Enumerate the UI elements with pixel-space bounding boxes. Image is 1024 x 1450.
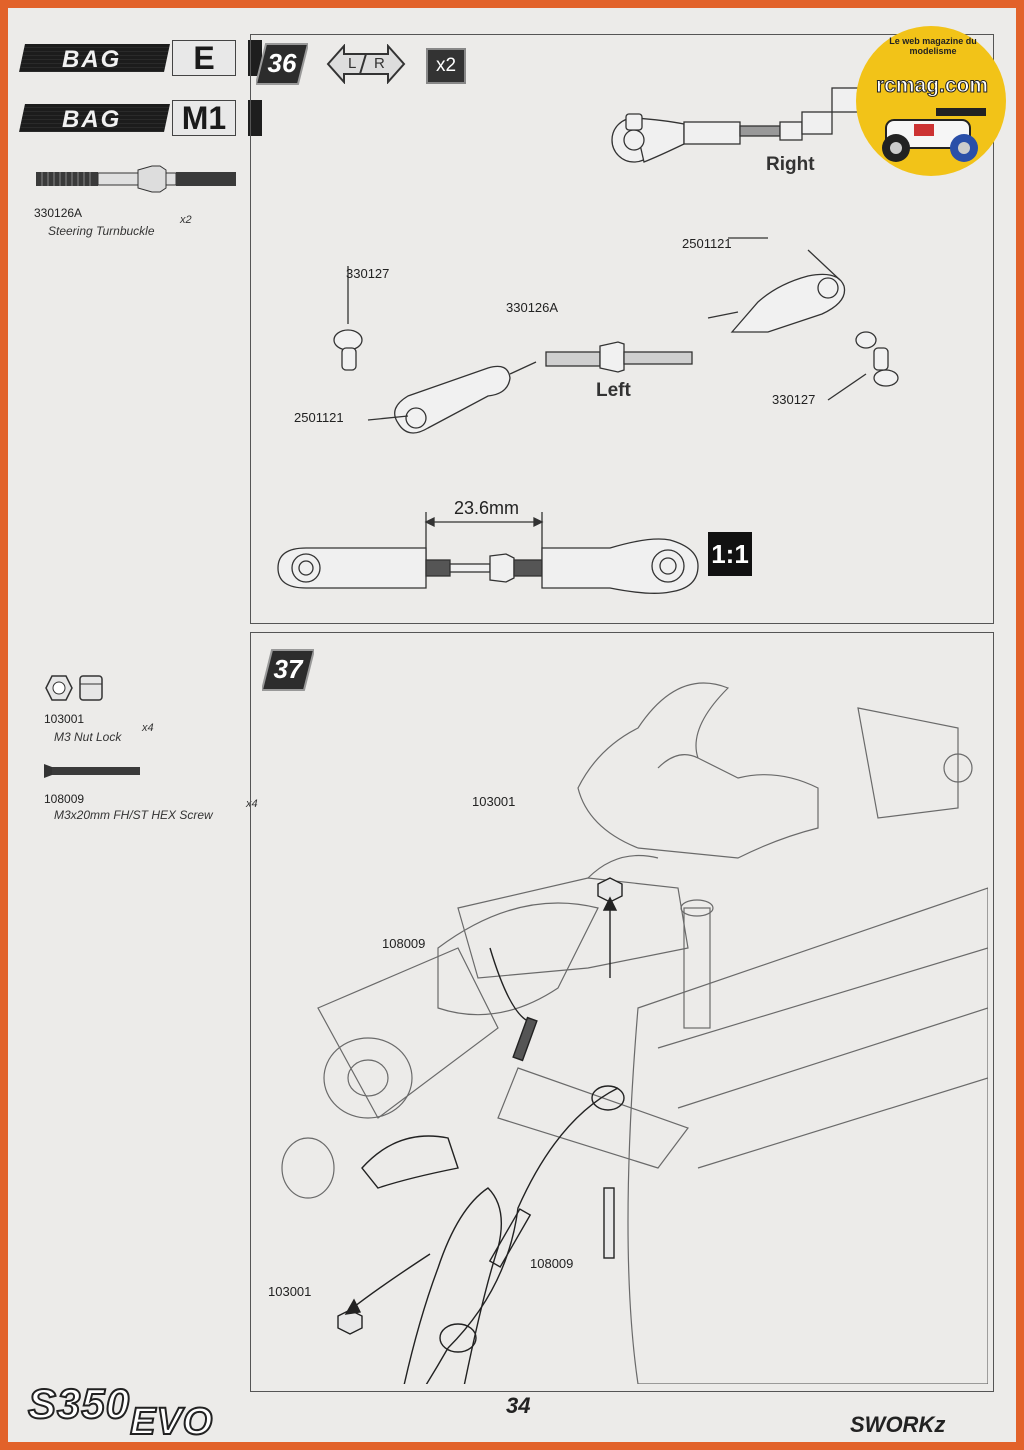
part-quantity: x4 [246, 798, 258, 810]
callout-ball-right: 330127 [772, 392, 816, 407]
right-label: Right [766, 154, 815, 175]
quantity-multiplier: x2 [426, 48, 466, 84]
dimension-label: 23.6mm [454, 498, 520, 518]
callout-ball-top: 330127 [346, 266, 390, 281]
callout-turnbuckle: 330126A [506, 300, 559, 315]
part-description: M3x20mm FH/ST HEX Screw [54, 808, 213, 822]
part-number: 103001 [44, 712, 85, 726]
callout-rod-end-left: 2501121 [294, 410, 344, 425]
nut-part-drawing [45, 675, 103, 701]
car-icon [882, 108, 986, 162]
lr-right: R [374, 55, 385, 72]
callout-screw-left: 108009 [382, 936, 426, 951]
part-quantity: x2 [180, 214, 192, 226]
step-37-panel [250, 632, 994, 1392]
scale-assembly-drawing [277, 512, 699, 594]
bag-label: BAG [62, 46, 122, 73]
brand-logo: SWORKz [850, 1412, 946, 1437]
bag-e-header: BAG E [19, 40, 262, 76]
right-link-drawing [611, 87, 874, 163]
exploded-turnbuckle-drawing [333, 237, 899, 434]
manual-page: BAG E BAG M1 330126A Steering Turnbuckle… [8, 8, 1016, 1442]
part-description: M3 Nut Lock [54, 730, 122, 744]
part-number: 330126A [34, 206, 83, 220]
bag-label: BAG [62, 106, 122, 133]
turnbuckle-part-drawing [36, 165, 236, 193]
step-36-panel [250, 34, 994, 624]
bag-m1-header: BAG M1 [19, 100, 262, 136]
step-36-badge: 36 [256, 42, 308, 86]
scale-badge: 1:1 [708, 532, 752, 576]
bag-code: M1 [172, 100, 236, 136]
model-logo: S350EVO [27, 1379, 214, 1442]
watermark-site: rcmag.com [875, 74, 989, 98]
chassis-assembly-drawing [281, 682, 988, 1384]
left-right-indicator: L R [326, 44, 406, 84]
page-number: 34 [506, 1393, 531, 1418]
watermark-tagline: Le web magazine du modelisme [889, 36, 977, 56]
callout-screw-bottom: 108009 [530, 1256, 574, 1271]
lr-left: L [348, 55, 357, 72]
rcmag-watermark: Le web magazine du modelisme rcmag.com [856, 26, 1006, 176]
step-37-badge: 37 [262, 648, 314, 692]
part-description: Steering Turnbuckle [48, 224, 155, 238]
part-quantity: x4 [142, 722, 154, 734]
screw-part-drawing [44, 764, 140, 778]
callout-rod-end-top: 2501121 [682, 236, 732, 251]
callout-nut-top: 103001 [472, 794, 516, 809]
left-label: Left [596, 380, 631, 401]
part-number: 108009 [44, 792, 85, 806]
callout-nut-bottom: 103001 [268, 1284, 312, 1299]
bag-code: E [172, 40, 236, 76]
